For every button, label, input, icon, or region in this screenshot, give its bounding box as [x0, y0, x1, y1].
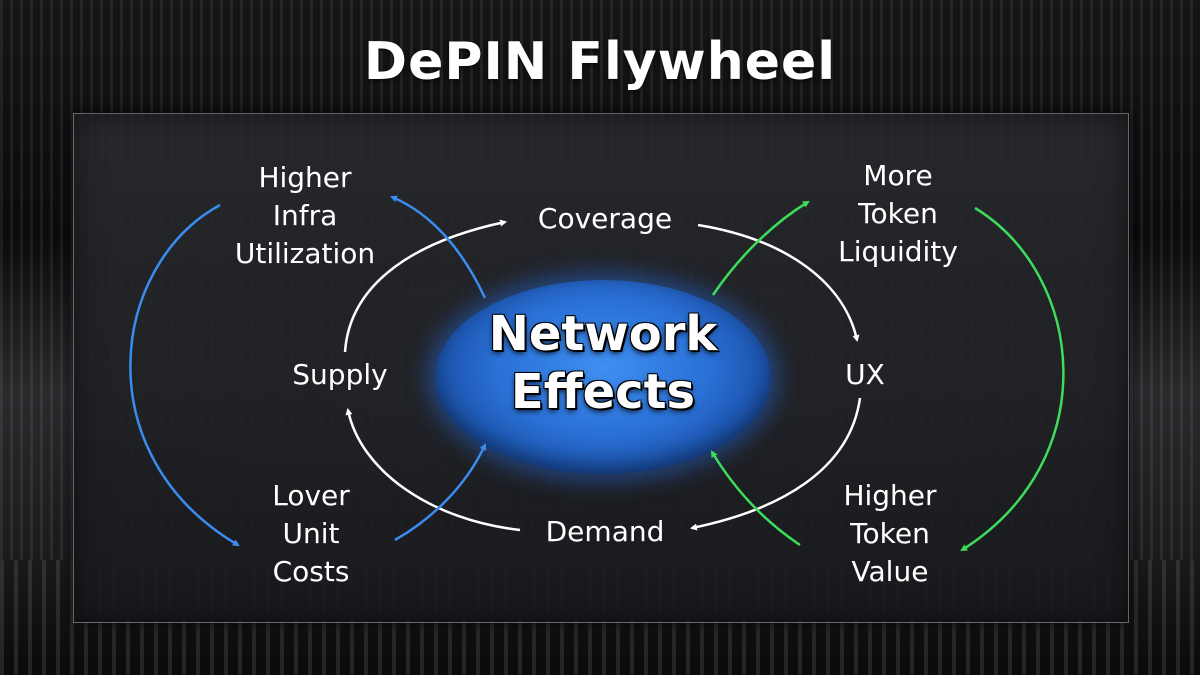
arrow-costs-to-hub: [394, 443, 487, 542]
node-ux: UX: [845, 358, 885, 391]
node-more-token-liquidity: More Token Liquidity: [838, 159, 958, 268]
node-higher-token-value: Higher Token Value: [843, 479, 937, 588]
arrow-liquidity-to-value: [960, 206, 1065, 552]
arrow-coverage-to-ux: [697, 223, 860, 343]
slide-title: DePIN Flywheel: [363, 32, 837, 92]
arrow-ux-to-demand: [689, 397, 862, 531]
node-supply: Supply: [292, 358, 388, 391]
arrow-hub-to-liquidity: [711, 200, 810, 296]
network-effects-hub: [435, 280, 771, 474]
network-effects-label: Network Effects: [488, 306, 718, 420]
arrow-hub-to-infra: [390, 195, 487, 299]
arrow-supply-to-coverage: [343, 219, 508, 353]
node-demand: Demand: [545, 515, 665, 548]
arrow-demand-to-supply: [345, 407, 521, 532]
node-lower-unit-costs: Lover Unit Costs: [272, 479, 350, 588]
node-higher-infra-utilization: Higher Infra Utilization: [234, 161, 376, 270]
node-coverage: Coverage: [537, 202, 673, 235]
arrow-value-to-hub: [710, 450, 801, 547]
arrow-infra-to-costs: [129, 203, 240, 547]
